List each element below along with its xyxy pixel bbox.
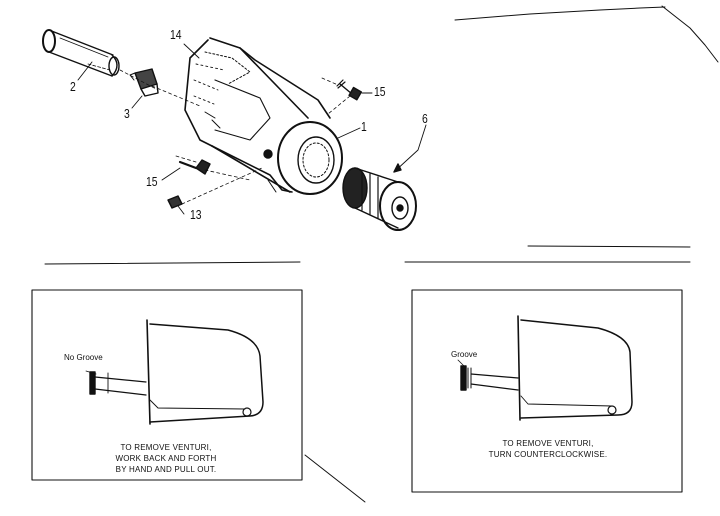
leader-line-2 [77, 61, 93, 81]
left-caption-line-3: BY HAND AND PULL OUT. [115, 465, 217, 474]
left-caption: TO REMOVE VENTURI, WORK BACK AND FORTH B… [86, 442, 246, 475]
leader-line-13 [177, 205, 185, 215]
no-groove-label: No Groove [64, 353, 103, 362]
screw-part-15-top [321, 77, 363, 101]
leader-line-1 [337, 127, 361, 139]
leader-line-15-bottom [161, 167, 181, 181]
callout-3: 3 [124, 106, 130, 121]
assembly-lines [119, 69, 351, 205]
left-caption-line-1: TO REMOVE VENTURI, [120, 443, 212, 452]
inset-panel-no-groove [31, 289, 303, 481]
leader-arrow-6 [393, 163, 402, 173]
right-caption-line-2: TURN COUNTERCLOCKWISE. [488, 450, 608, 459]
callout-6: 6 [422, 111, 428, 126]
setscrew-part-13 [167, 195, 183, 209]
scan-lines [44, 5, 719, 503]
right-caption-line-1: TO REMOVE VENTURI, [502, 439, 594, 448]
venturi-part-6 [342, 167, 417, 231]
callout-14: 14 [170, 27, 182, 42]
left-caption-line-2: WORK BACK AND FORTH [115, 454, 217, 463]
handle-part-2 [42, 29, 120, 77]
callout-2: 2 [70, 79, 76, 94]
groove-label: Groove [451, 350, 478, 359]
leader-line-6 [393, 124, 427, 173]
right-caption: TO REMOVE VENTURI, TURN COUNTERCLOCKWISE… [468, 438, 628, 460]
callout-13: 13 [190, 207, 202, 222]
callout-15-bottom: 15 [146, 174, 158, 189]
callout-1: 1 [361, 119, 367, 134]
inset-panel-groove [411, 289, 683, 493]
body-part-1 [211, 47, 343, 195]
callout-15-top: 15 [374, 84, 386, 99]
leader-line-3 [131, 95, 143, 109]
leader-line-14 [183, 43, 200, 59]
screw-part-15-bottom [175, 155, 211, 175]
